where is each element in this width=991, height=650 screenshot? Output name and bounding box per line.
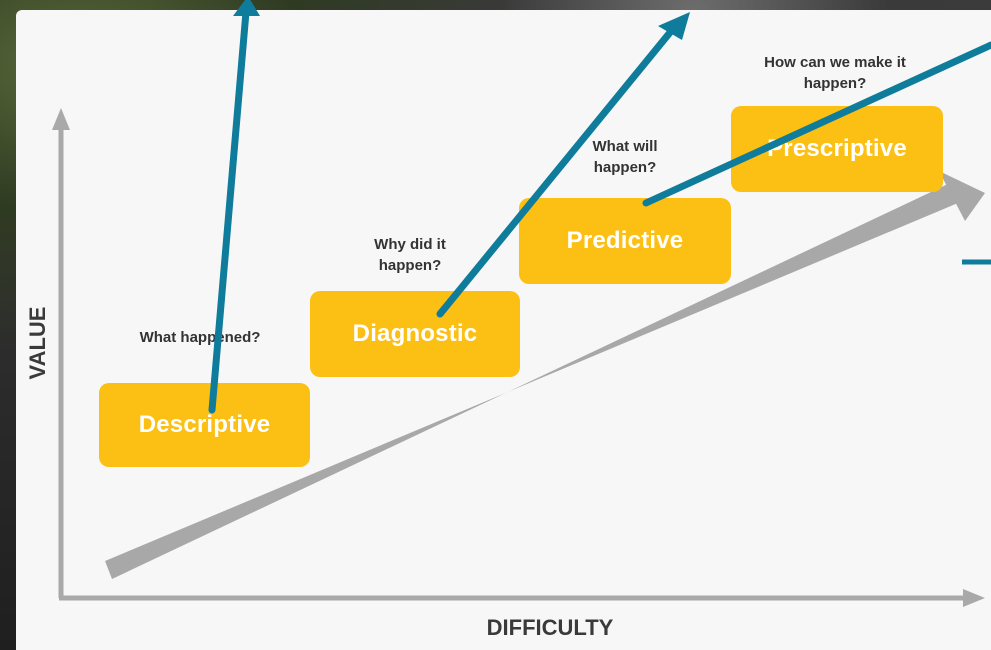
trend-arrow-body [105,183,958,579]
y-axis-arrowhead [52,108,70,130]
stage-label-predictive: Predictive [566,227,684,254]
trend-arrow-head [939,171,985,221]
pointer-arrow-descriptive [208,8,250,414]
stage-question-predictive: What will happen? [592,138,658,176]
x-axis-arrowhead [963,589,985,607]
pointer-arrow-predictive [642,41,991,207]
stage-box-descriptive: Descriptive [99,383,310,467]
pointer-arrowhead-diagnostic [658,12,690,40]
stage-label-descriptive: Descriptive [138,411,271,438]
pointer-arrowhead-descriptive [233,0,260,16]
stage-label-diagnostic: Diagnostic [352,320,478,347]
pointer-arrow-diagnostic [436,26,676,318]
stage-question-descriptive: What happened? [139,329,261,346]
x-axis-label: DIFFICULTY [486,615,614,640]
stage-question-diagnostic: Why did it happen? [374,236,446,274]
stage-box-diagnostic: Diagnostic [310,291,520,377]
stage-box-predictive: Predictive [519,198,731,284]
stage-question-prescriptive: How can we make it happen? [764,54,906,92]
